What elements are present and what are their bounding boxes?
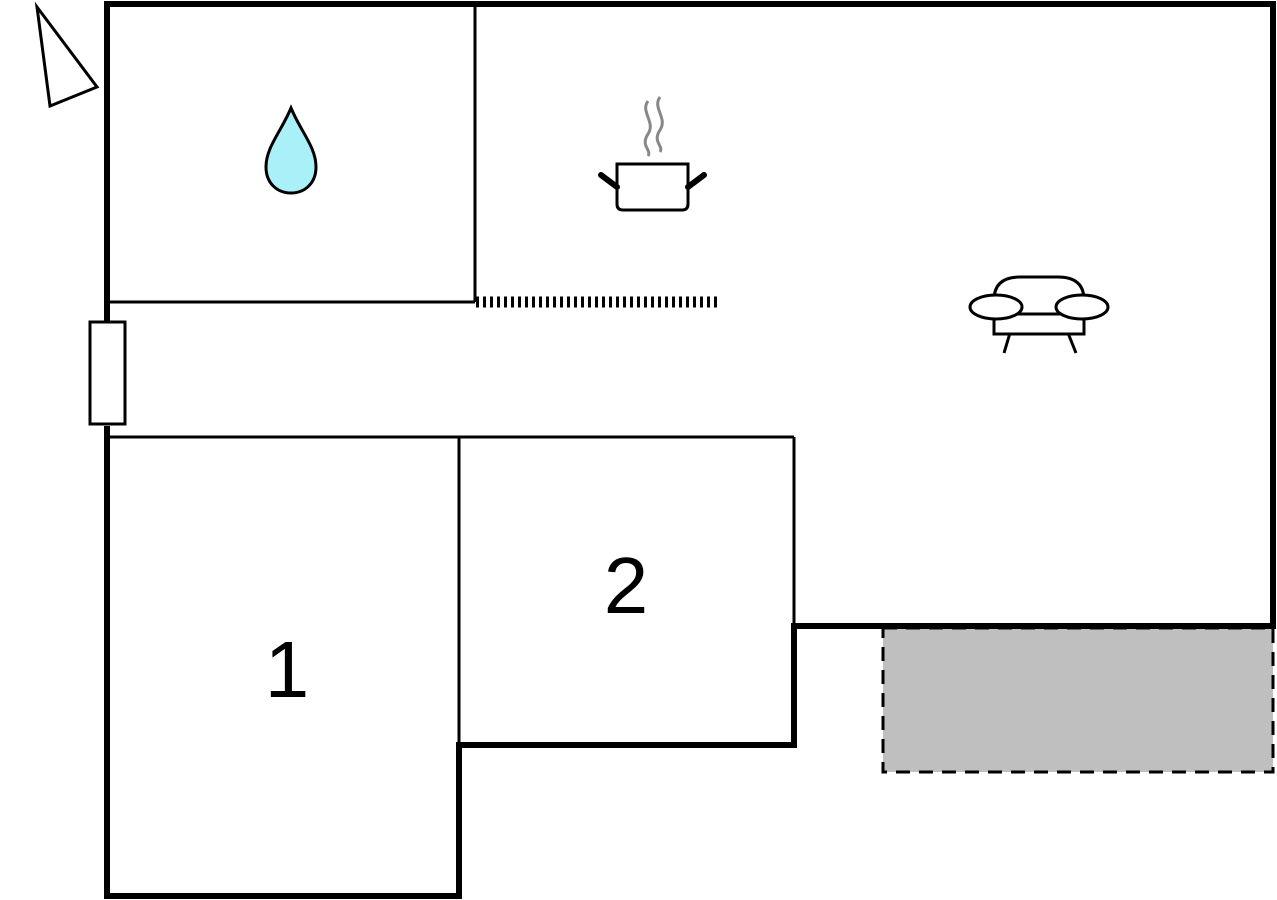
compass-icon xyxy=(34,1,100,109)
sofa-icon xyxy=(968,275,1110,354)
room-label-2: 2 xyxy=(604,541,649,630)
outer-walls xyxy=(104,1,1276,899)
cooking-pot-icon xyxy=(598,96,707,212)
room-label-1: 1 xyxy=(265,625,310,714)
door-icon xyxy=(88,320,127,426)
interior-walls xyxy=(107,4,796,745)
water-drop-icon xyxy=(264,104,318,195)
terrace-area xyxy=(881,626,1275,774)
